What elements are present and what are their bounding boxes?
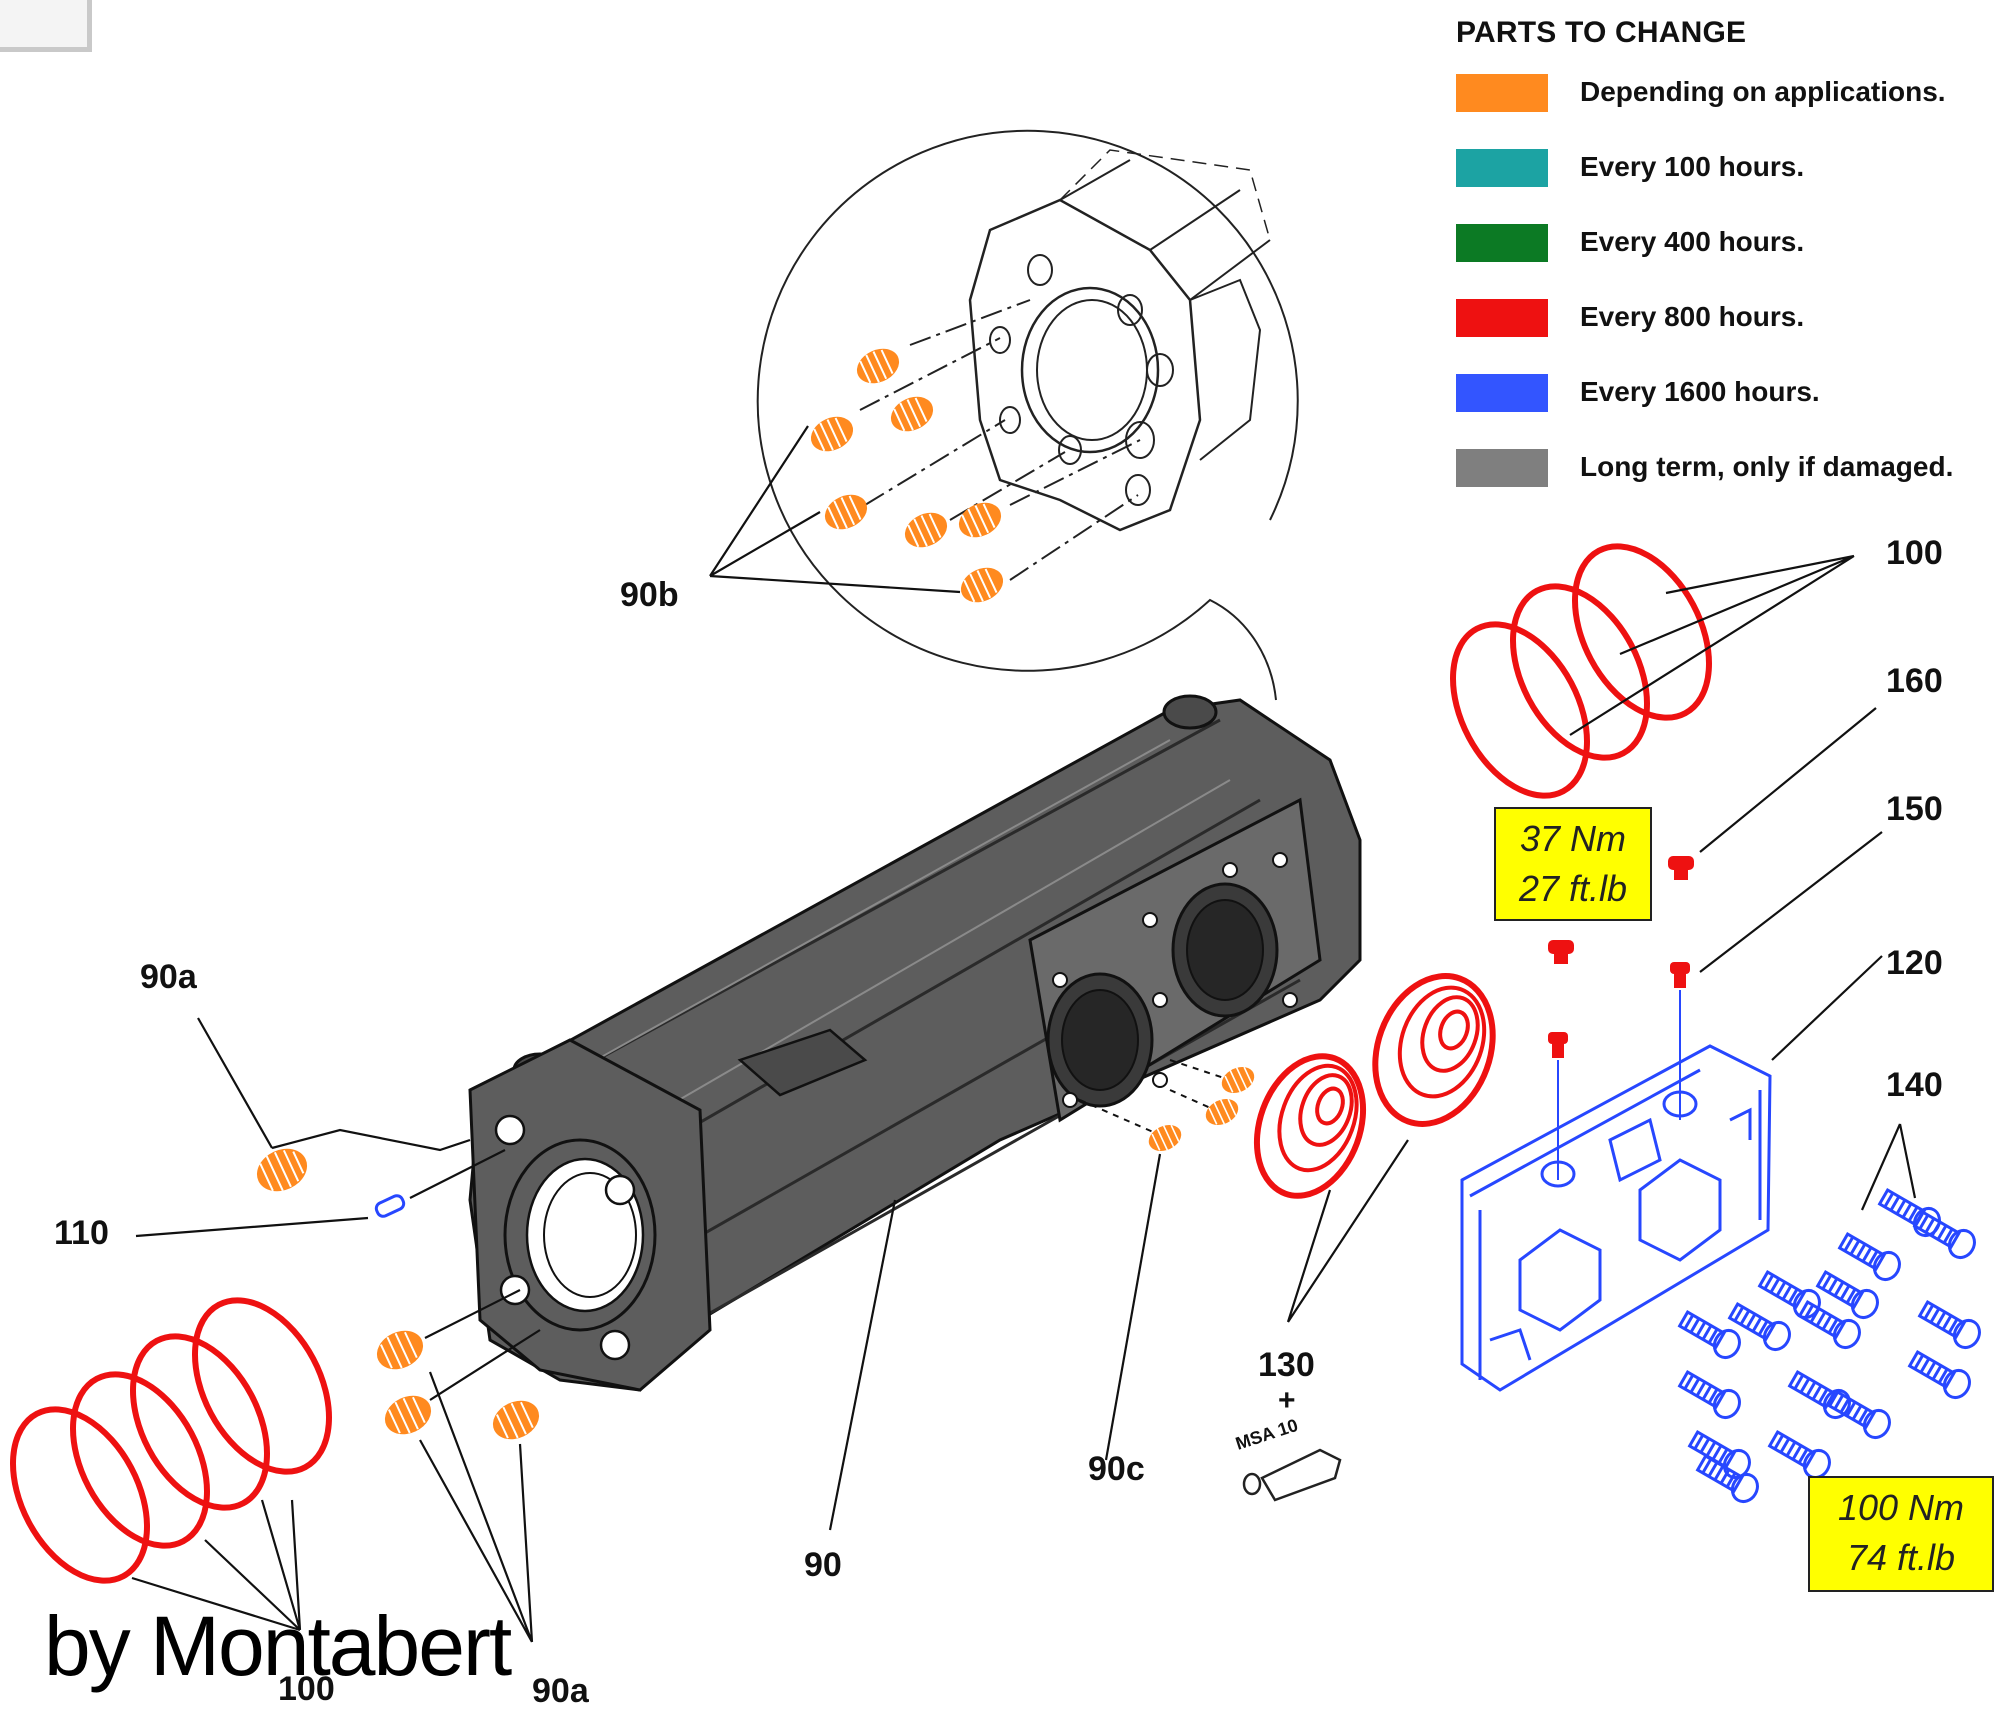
- torque-nm: 100 Nm: [1837, 1487, 1965, 1528]
- torque-ftlb: 27 ft.lb: [1518, 868, 1628, 909]
- orings-100-bottom: [10, 1297, 332, 1584]
- callout-110: 110: [54, 1214, 109, 1252]
- legend-row-400h: Every 400 hours.: [1456, 224, 1996, 299]
- main-body-90: [468, 694, 1362, 1392]
- bolt-140-13: [1827, 1390, 1891, 1440]
- callout-100-top: 100: [1886, 534, 1943, 572]
- legend-swatch-teal: [1456, 149, 1548, 187]
- legend-label: Every 100 hours.: [1580, 151, 1805, 182]
- spring-90a-3: [492, 1400, 540, 1440]
- legend-swatch-blue: [1456, 374, 1548, 412]
- callout-90c: 90c: [1088, 1450, 1145, 1488]
- legend-title: PARTS TO CHANGE: [1456, 16, 1747, 49]
- spring-90a-1: [376, 1330, 424, 1370]
- plugs-160-150: [1548, 856, 1694, 1180]
- legend-swatch-green: [1456, 224, 1548, 262]
- torque-ftlb: 74 ft.lb: [1846, 1537, 1956, 1578]
- plug-150-a: [1670, 962, 1690, 988]
- legend-swatch-orange: [1456, 74, 1548, 112]
- callout-120: 120: [1886, 944, 1943, 982]
- legend-swatch-red: [1456, 299, 1548, 337]
- leaders-90c: [1079, 1059, 1231, 1136]
- callout-160: 160: [1886, 662, 1943, 700]
- legend-row-long-term: Long term, only if damaged.: [1456, 449, 1996, 524]
- spring-90c-3: [1148, 1124, 1182, 1152]
- legend-swatch-grey: [1456, 449, 1548, 487]
- spring-90b-4: [824, 494, 868, 530]
- spring-90a-left: [256, 1148, 308, 1192]
- springs-90a-bottom: [376, 1330, 540, 1440]
- bolt-140-11: [1677, 1370, 1741, 1420]
- spring-90b-2: [890, 396, 934, 432]
- bolt-140-8: [1727, 1302, 1791, 1352]
- springs-90c: [1148, 1066, 1255, 1152]
- tube-label: MSA 10: [1233, 1415, 1300, 1454]
- bolt-140-14: [1687, 1430, 1751, 1480]
- spring-90c-2: [1205, 1098, 1239, 1126]
- leader-lines: [131, 425, 1917, 1643]
- torque-nm: 37 Nm: [1519, 818, 1627, 859]
- legend-row-800h: Every 800 hours.: [1456, 299, 1996, 374]
- callout-90a-bottom: 90a: [532, 1672, 589, 1710]
- bolt-140-3: [1837, 1232, 1901, 1282]
- bolt-140-4: [1815, 1270, 1879, 1320]
- bolt-140-7: [1917, 1300, 1981, 1350]
- callout-90: 90: [804, 1546, 842, 1584]
- bolt-140-2: [1912, 1210, 1976, 1260]
- torque-box-bolts: 100 Nm 74 ft.lb: [1808, 1476, 1994, 1592]
- spring-90b-7: [960, 567, 1004, 603]
- callout-90b: 90b: [620, 576, 679, 614]
- spring-90b-3: [810, 416, 854, 452]
- legend-label: Depending on applications.: [1580, 76, 1946, 107]
- legend-label: Every 800 hours.: [1580, 301, 1805, 332]
- torque-box-plugs: 37 Nm 27 ft.lb: [1494, 807, 1652, 921]
- orings-100-top: [1450, 543, 1712, 799]
- bolt-140-9: [1677, 1310, 1741, 1360]
- callout-90a-left: 90a: [140, 958, 197, 996]
- cover-plate-120: [1460, 1044, 1772, 1392]
- bolt-140-16: [1695, 1454, 1759, 1504]
- detail-view-90b: [756, 129, 1299, 701]
- brand-text: by Montabert: [44, 1599, 512, 1693]
- callout-130: 130: [1258, 1346, 1315, 1384]
- bolts-140: [1677, 1188, 1981, 1504]
- plug-150-b: [1548, 1032, 1568, 1058]
- callout-140: 140: [1886, 1066, 1943, 1104]
- bolt-140-6: [1797, 1300, 1861, 1350]
- plug-160-b: [1548, 940, 1574, 964]
- spring-90b-5: [904, 512, 948, 548]
- bolt-140-10: [1907, 1350, 1971, 1400]
- spring-90a-2: [384, 1395, 432, 1435]
- legend-row-1600h: Every 1600 hours.: [1456, 374, 1996, 449]
- grease-tube-msa10: MSA 10: [1233, 1415, 1342, 1502]
- bolt-140-12: [1787, 1370, 1851, 1420]
- springs-90b: [810, 348, 1004, 603]
- legend-row-applications: Depending on applications.: [1456, 74, 1996, 149]
- legend-label: Long term, only if damaged.: [1580, 451, 1954, 482]
- plug-160-a: [1668, 856, 1694, 880]
- diaphragms-130: [1253, 973, 1496, 1199]
- legend-row-100h: Every 100 hours.: [1456, 149, 1996, 224]
- corner-frame-mark: [0, 0, 92, 52]
- spring-90b-6: [958, 502, 1002, 538]
- spring-90b-1: [856, 348, 900, 384]
- dowel-pin-110: [374, 1194, 406, 1218]
- legend-label: Every 1600 hours.: [1580, 376, 1820, 407]
- spring-90c-1: [1221, 1066, 1255, 1094]
- legend-parts-to-change: PARTS TO CHANGE Depending on application…: [1456, 16, 1996, 524]
- callout-150: 150: [1886, 790, 1943, 828]
- callout-130-plus: +: [1278, 1384, 1296, 1417]
- legend-label: Every 400 hours.: [1580, 226, 1805, 257]
- callout-100-bottom: 100: [278, 1670, 335, 1708]
- bolt-140-15: [1767, 1430, 1831, 1480]
